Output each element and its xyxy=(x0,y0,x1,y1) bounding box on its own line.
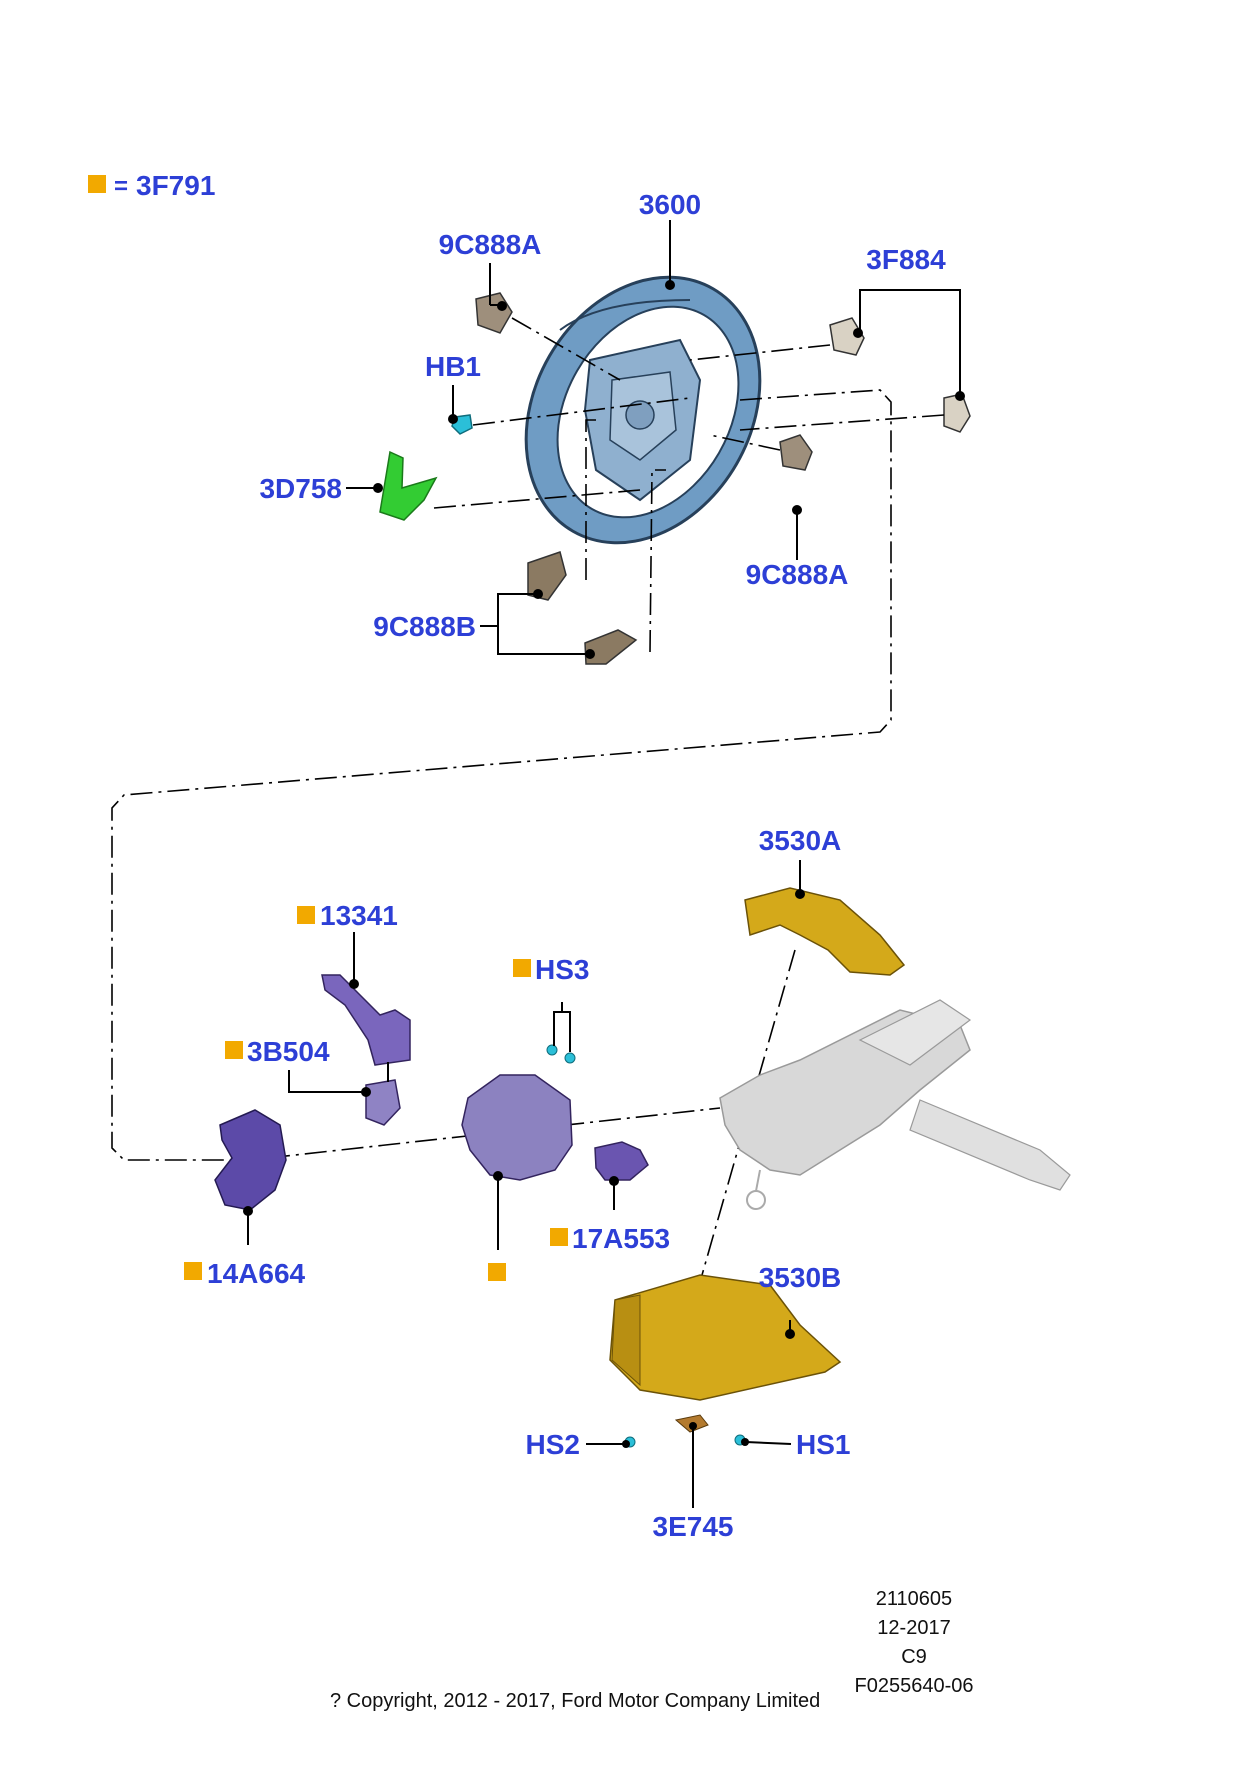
label-3B504: 3B504 xyxy=(247,1036,330,1067)
switch-lower-right-part xyxy=(779,434,813,471)
label-9C888B: 9C888B xyxy=(373,611,476,642)
shroud-lower-part xyxy=(609,1274,842,1401)
label-3D758: 3D758 xyxy=(259,473,342,504)
trim-cover-part xyxy=(379,450,438,521)
wiper-switch-part xyxy=(321,974,411,1066)
legend-code: 3F791 xyxy=(136,170,215,201)
paddle-shifter-upper-part xyxy=(527,551,567,601)
label-14A664: 14A664 xyxy=(207,1258,306,1289)
label-13341: 13341 xyxy=(320,900,398,931)
ident-line-4: F0255640-06 xyxy=(854,1675,974,1697)
label-9C888A-upper: 9C888A xyxy=(439,229,542,260)
shroud-upper-part xyxy=(744,887,906,976)
paddle-switch-upper-part xyxy=(829,317,865,356)
copyright-notice: ? Copyright, 2012 - 2017, Ford Motor Com… xyxy=(330,1690,821,1712)
marker-13341-icon xyxy=(297,906,315,924)
illustration-identifier-block: 2110605 12-2017 C9 F0255640-06 xyxy=(844,1585,984,1701)
label-9C888A-lower: 9C888A xyxy=(746,559,849,590)
marker-17A553-icon xyxy=(550,1228,568,1246)
label-3600: 3600 xyxy=(639,189,701,220)
clockspring-part xyxy=(214,1109,287,1211)
label-3F884: 3F884 xyxy=(866,244,946,275)
ident-line-1: 2110605 xyxy=(875,1588,953,1610)
steering-wheel-illustration xyxy=(524,275,762,545)
label-HB1: HB1 xyxy=(425,351,481,382)
screw-hs3-right-icon xyxy=(564,1052,576,1064)
marker-14A664-icon xyxy=(184,1262,202,1280)
marker-3B504-icon xyxy=(225,1041,243,1059)
switch-3B504-part xyxy=(365,1079,401,1126)
steering-column-illustration xyxy=(719,999,1071,1210)
switch-upper-left-part xyxy=(475,292,513,334)
marker-HS3-icon xyxy=(513,959,531,977)
label-3E745: 3E745 xyxy=(653,1511,734,1542)
label-HS2: HS2 xyxy=(526,1429,580,1460)
ignition-lock-part xyxy=(594,1141,649,1181)
label-17A553: 17A553 xyxy=(572,1223,670,1254)
marker-housing-icon xyxy=(488,1263,506,1281)
paddle-shifter-lower-part xyxy=(584,629,638,665)
central-switch-housing-part xyxy=(461,1074,573,1181)
legend-square-icon xyxy=(88,175,106,193)
shroud-lower-edge xyxy=(611,1294,641,1387)
legend-equals: = xyxy=(114,173,128,200)
ident-line-2: 12-2017 xyxy=(877,1617,951,1639)
leader-lines xyxy=(243,220,965,1508)
screw-hs3-left-icon xyxy=(546,1044,558,1056)
label-3530A: 3530A xyxy=(759,825,842,856)
label-3530B: 3530B xyxy=(759,1262,842,1293)
ident-line-3: C9 xyxy=(901,1646,927,1668)
label-HS1: HS1 xyxy=(796,1429,850,1460)
label-HS3: HS3 xyxy=(535,954,589,985)
